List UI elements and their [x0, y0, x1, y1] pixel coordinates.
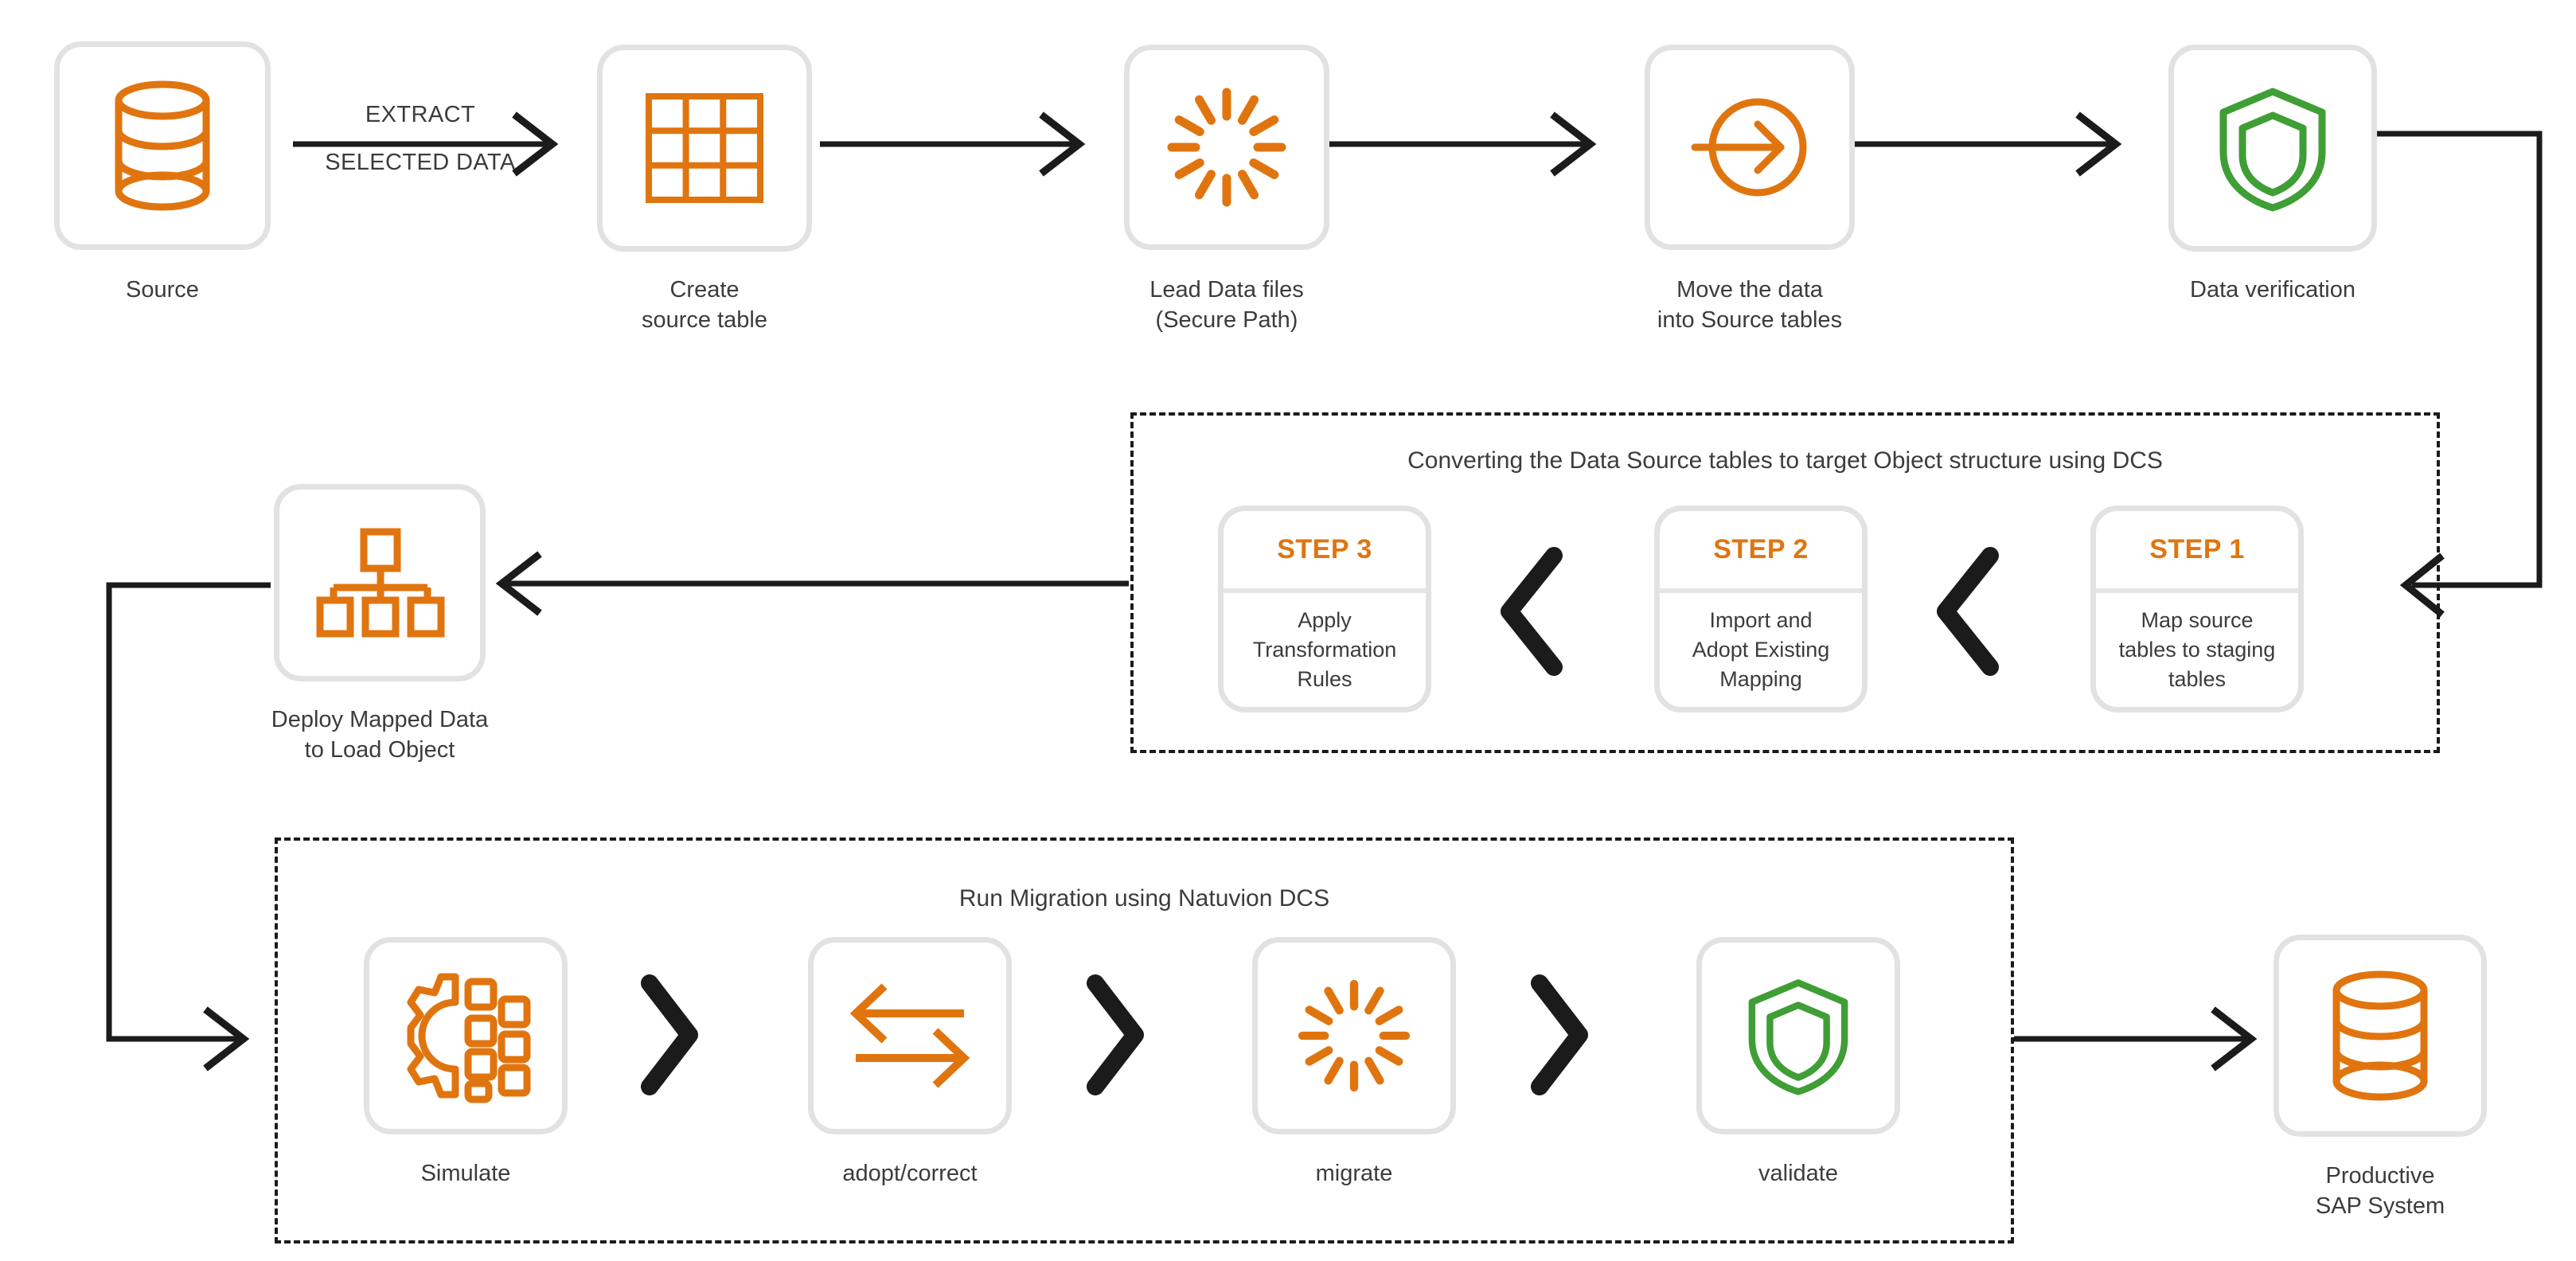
spinner-icon [1298, 979, 1411, 1092]
step-card-2-header: STEP 2 [1660, 511, 1862, 593]
node-migrate-caption: migrate [1315, 1161, 1393, 1186]
step-card-2-title: STEP 2 [1713, 534, 1809, 564]
node-lead-data-files-tile [1124, 45, 1329, 250]
node-migrate-tile [1252, 937, 1456, 1134]
node-move-the-data-tile [1645, 45, 1855, 250]
shield-icon [2219, 88, 2326, 212]
node-lead-data-files-caption: Lead Data files (Secure Path) [1149, 277, 1304, 334]
step-card-3-header: STEP 3 [1224, 511, 1426, 593]
spinner-icon [1167, 88, 1286, 207]
step-card-2[interactable]: STEP 2 Import and Adopt Existing Mapping [1654, 506, 1868, 712]
extract-label-bottom: SELECTED DATA [325, 150, 516, 175]
hierarchy-icon [316, 528, 445, 638]
migration-group-title: Run Migration using Natuvion DCS [958, 885, 1330, 912]
chevron-right-icon-2 [1087, 974, 1144, 1095]
node-validate-caption: validate [1758, 1161, 1838, 1186]
node-simulate-caption: Simulate [420, 1161, 511, 1186]
database-icon [2332, 970, 2428, 1101]
chevron-left-icon-1 [1501, 547, 1563, 676]
two-arrows-icon [849, 983, 970, 1088]
step-card-2-body: Import and Adopt Existing Mapping [1692, 608, 1830, 691]
chevron-right-icon-3 [1531, 974, 1588, 1095]
node-adopt-correct-caption: adopt/correct [842, 1161, 978, 1186]
node-data-verification-tile [2168, 45, 2377, 252]
arrow-in-circle-icon [1691, 98, 1807, 197]
shield-icon [1748, 979, 1848, 1095]
step-card-1-title: STEP 1 [2149, 534, 2245, 564]
node-create-source-table-tile [597, 45, 812, 252]
step-card-1-header: STEP 1 [2096, 511, 2298, 593]
table-grid-icon [646, 93, 763, 203]
node-data-verification-caption: Data verification [2190, 277, 2355, 303]
dcs-group-title: Converting the Data Source tables to tar… [1407, 447, 2163, 474]
node-productive-sap-system-tile [2274, 935, 2487, 1137]
node-simulate-tile [364, 937, 568, 1134]
node-source-tile [54, 41, 271, 250]
extract-label-top: EXTRACT [365, 102, 476, 127]
step-card-1-body: Map source tables to staging tables [2118, 608, 2276, 691]
database-icon [115, 80, 210, 211]
chevron-right-icon-1 [641, 974, 698, 1095]
node-deploy-mapped-data-tile [274, 484, 486, 681]
chevron-left-icon-2 [1937, 547, 1999, 676]
node-source-caption: Source [126, 277, 199, 303]
step-card-1[interactable]: STEP 1 Map source tables to staging tabl… [2090, 506, 2304, 712]
step-card-3-body: Apply Transformation Rules [1252, 608, 1397, 691]
dcs-group-box [1130, 412, 2440, 753]
connector-deploy-to-migration [106, 582, 271, 1042]
node-adopt-correct-tile [808, 937, 1012, 1134]
node-productive-sap-system-caption: Productive SAP System [2315, 1163, 2445, 1220]
node-validate-tile [1696, 937, 1900, 1134]
node-deploy-mapped-data-caption: Deploy Mapped Data to Load Object [271, 707, 489, 763]
gear-grid-icon [407, 973, 531, 1103]
step-card-3[interactable]: STEP 3 Apply Transformation Rules [1218, 506, 1431, 712]
node-move-the-data-caption: Move the data into Source tables [1657, 277, 1843, 334]
step-card-3-title: STEP 3 [1277, 534, 1372, 564]
migration-group-box [275, 837, 2014, 1243]
node-create-source-table-caption: Create source table [642, 277, 767, 334]
